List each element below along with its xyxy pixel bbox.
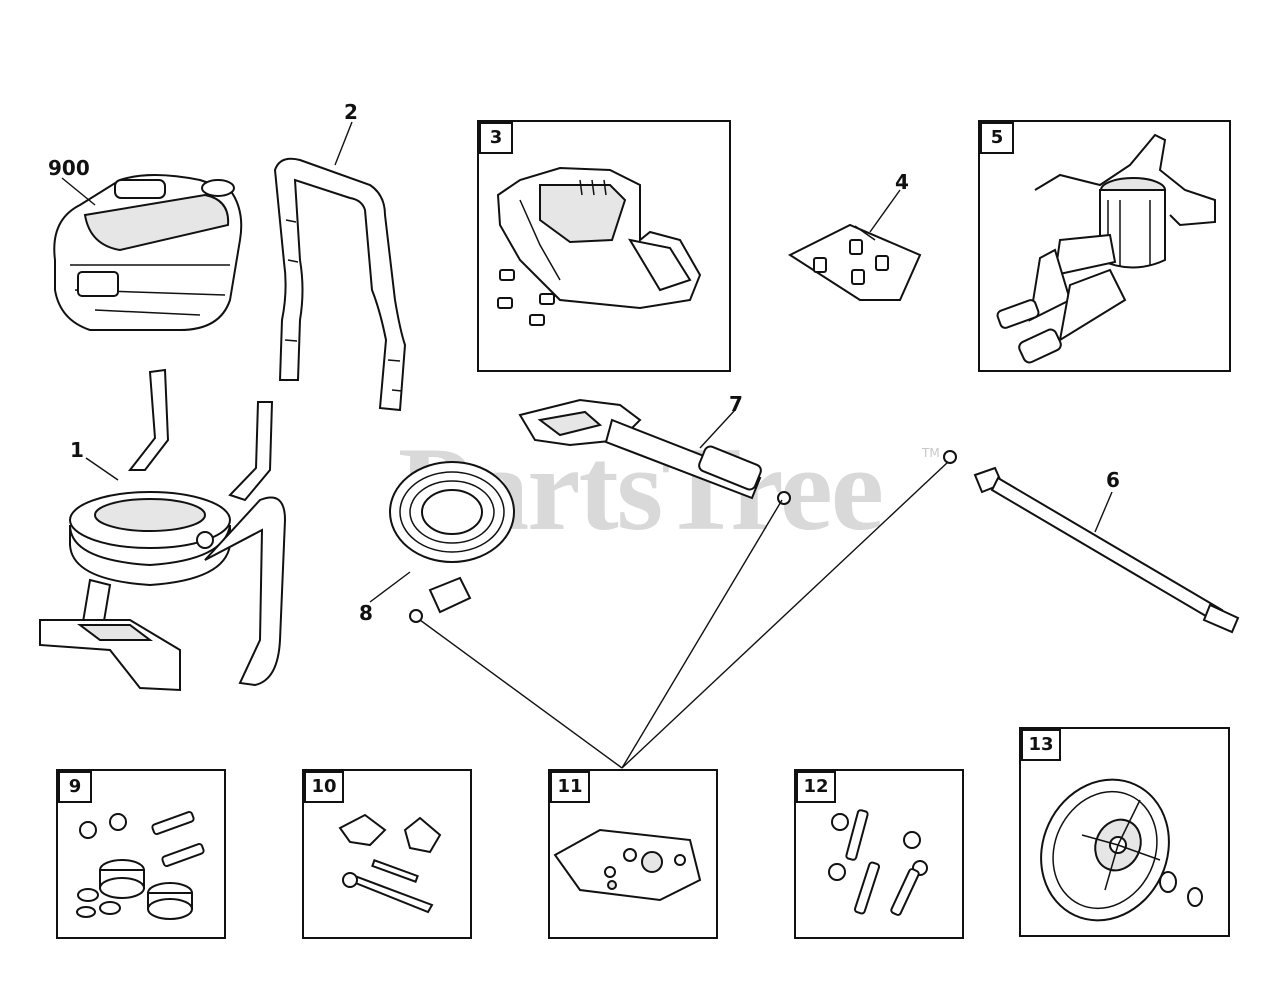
wheel-part-13[interactable]	[1018, 759, 1203, 942]
watermark-trademark: TM	[922, 446, 940, 460]
spray-gun-part-7[interactable]	[518, 398, 791, 505]
callout-1: 1	[70, 438, 84, 462]
callout-7: 7	[729, 392, 743, 416]
box-label-5: 5	[980, 122, 1014, 154]
box-label-10: 10	[304, 771, 344, 803]
callout-2: 2	[344, 100, 358, 124]
panel-part-11[interactable]	[553, 828, 702, 902]
pump-part-5[interactable]	[996, 133, 1216, 364]
box-13-frame	[1019, 727, 1230, 937]
box-label-13: 13	[1021, 729, 1061, 761]
box-label-12: 12	[796, 771, 836, 803]
box-12-frame	[794, 769, 964, 939]
box-label-11: 11	[550, 771, 590, 803]
wand-part-6[interactable]	[943, 450, 1240, 634]
engine-part-900[interactable]	[53, 174, 243, 331]
box-label-3: 3	[479, 122, 513, 154]
box-11-frame	[548, 769, 718, 939]
callout-8: 8	[359, 601, 373, 625]
handle-part-2[interactable]	[273, 157, 407, 412]
hardware-part-9[interactable]	[76, 810, 205, 920]
shroud-part-3[interactable]	[496, 166, 702, 326]
hardware-part-10[interactable]	[338, 813, 442, 914]
box-10-frame	[302, 769, 472, 939]
box-label-9: 9	[58, 771, 92, 803]
leader-lines	[61, 121, 1113, 769]
fittings-part-4[interactable]	[787, 223, 922, 301]
hose-part-8[interactable]	[389, 461, 515, 623]
hardware-part-12[interactable]	[828, 809, 928, 916]
frame-part-1[interactable]	[39, 368, 287, 692]
callout-900: 900	[48, 156, 90, 180]
box-5-frame	[978, 120, 1231, 372]
box-9-frame	[56, 769, 226, 939]
callout-4: 4	[895, 170, 909, 194]
callout-6: 6	[1106, 468, 1120, 492]
box-3-frame	[477, 120, 731, 372]
